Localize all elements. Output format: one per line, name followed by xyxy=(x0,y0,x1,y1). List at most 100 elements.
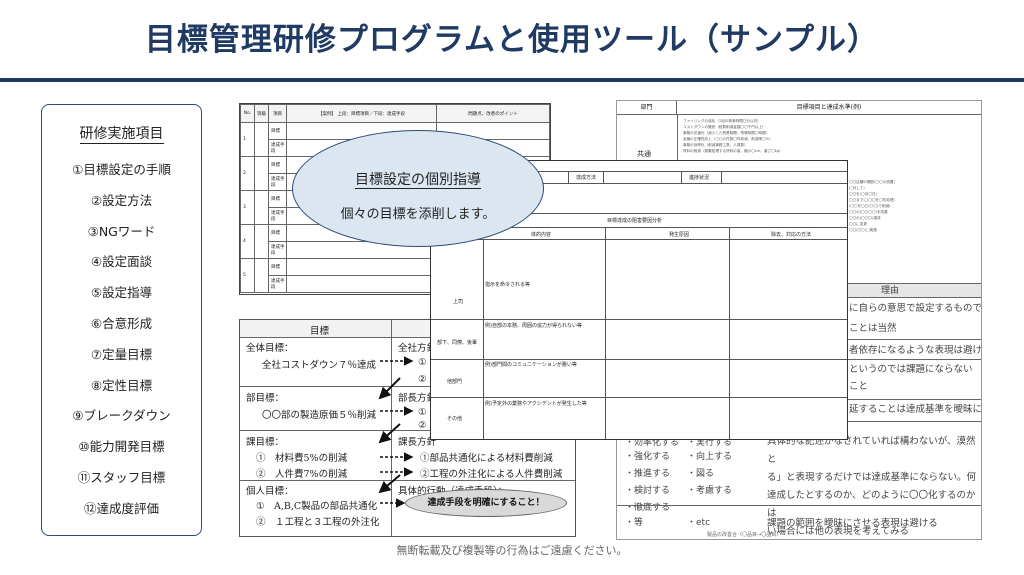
title-divider xyxy=(0,78,1024,82)
callout-body: 個々の目標を添削します。 xyxy=(340,207,496,222)
diagonal-arrow xyxy=(378,377,401,400)
example-text: 指示を命令される等 xyxy=(485,282,531,288)
plan-value: ②工程の外注化による人件費削減 xyxy=(420,469,563,480)
reason-text: こと xyxy=(849,381,869,392)
column-header: 除去、対応の方法 xyxy=(771,232,812,238)
list-item: ⑪スタッフ目標 xyxy=(77,469,166,485)
goal-value: ② 人件費7%の削減 xyxy=(256,469,348,480)
list-item: ③NGワード xyxy=(87,223,156,239)
note-line: 事務の効率化（削減事務工数、人員数） xyxy=(683,143,748,147)
note-line: 〇〇の(〇〇〇〇)を改善 xyxy=(849,210,888,214)
header-cell: 部門 xyxy=(617,101,677,114)
verb-item: ・推進する xyxy=(625,469,671,479)
list-item: ⑧定性目標 xyxy=(90,377,153,393)
note-line: 〇〇(〇〇に)実施 xyxy=(849,228,877,232)
method-label: 課長方針 xyxy=(398,437,437,448)
list-item: ①目標設定の手順 xyxy=(72,162,171,177)
row-label: 目標 xyxy=(268,190,287,208)
list-item: ⑨ブレークダウン xyxy=(72,408,171,424)
row-label: 目標 xyxy=(268,224,287,242)
list-item: ②設定方法 xyxy=(90,192,153,208)
marker: ② xyxy=(418,374,427,385)
goal-value: 全社コストダウン７％達成 xyxy=(262,360,377,371)
note-line: 〇〇までに(〇〇を〇件処理) xyxy=(849,198,895,202)
note-line: 〇〇を(〇月〇日) xyxy=(849,192,877,196)
row-label: 目標 xyxy=(268,156,287,174)
verb-item: ・検討する xyxy=(625,486,671,496)
divider xyxy=(483,239,484,439)
row-label: 達成手段 xyxy=(268,139,287,157)
reason-text: 達成したとするのか、どのように〇〇化するのかは xyxy=(767,490,976,519)
divider xyxy=(431,319,847,320)
verbs-left: ・強化する ・推進する ・検討する ・徹底する xyxy=(625,449,670,517)
method-label: 部長方針 xyxy=(398,393,437,404)
note-line: (〇〇を〇〇(〇〇)で削減) xyxy=(849,204,891,208)
breakdown-arrows xyxy=(378,356,414,508)
divider xyxy=(681,171,682,183)
note-line: 事務の迅速化（減少した残業時間、残業時間〇時間） xyxy=(683,131,770,135)
goal-label: 部目標： xyxy=(246,393,285,404)
verb-item: ・向上する xyxy=(687,452,733,462)
row-number: 2 xyxy=(240,156,255,191)
divider xyxy=(605,227,606,439)
verb-item: ・強化する xyxy=(625,452,671,462)
grade-cell xyxy=(254,156,269,191)
goal-value: ② １工程と３工程の外注化 xyxy=(256,517,380,528)
row-label: 達成手段 xyxy=(268,241,287,259)
reason-text: 者依存になるような表現は避け xyxy=(849,345,982,356)
reason-text: 具体的な記述がなされていれば構わないが、漠然と xyxy=(767,436,976,465)
divider xyxy=(617,505,981,506)
sheet-footnote: 製品の改善合（〇品目→〇品目） xyxy=(707,532,782,538)
right-notes-block: 〇〇店舗の開設(〇〇の設置) に対して) 〇〇を(〇月〇日) 〇〇までに(〇〇を… xyxy=(849,179,895,233)
note-line: コストダウンの徹底（経費削減金額〇〇千円以上） xyxy=(683,125,766,129)
example-text: 例)予定外の業務やアクシデントが発生した等 xyxy=(485,401,587,407)
means-callout: 達成手段を明確にすること！ xyxy=(405,489,567,517)
column-header: 発生原因 xyxy=(669,232,690,238)
list-item: ④設定面談 xyxy=(90,254,153,270)
divider xyxy=(568,171,569,183)
list-item: ⑫達成度評価 xyxy=(83,500,159,516)
divider xyxy=(431,183,847,184)
marker: ① xyxy=(418,357,427,368)
divider xyxy=(431,171,847,172)
header-cell: 目標項目と達成水準(例) xyxy=(796,104,862,111)
grade-cell xyxy=(254,190,269,225)
divider xyxy=(729,227,730,439)
grade-cell xyxy=(254,224,269,259)
grade-cell xyxy=(254,122,269,157)
field-label: 進捗状況 xyxy=(689,175,710,181)
row-label: 目標 xyxy=(268,122,287,140)
plan-value: ①部品共通化による材料費削減 xyxy=(420,453,553,464)
divider xyxy=(721,171,722,183)
divider xyxy=(431,213,847,214)
reason-text: る」と表現するだけでは達成基準にならない。何 xyxy=(767,472,977,483)
verb-item: ・考慮する xyxy=(687,486,733,496)
goal-label: 個人目標： xyxy=(246,486,294,497)
goal-value: ① 材料費5%の削減 xyxy=(256,453,348,464)
column-divider xyxy=(391,320,392,536)
content-cell xyxy=(286,275,437,293)
reason-header-label: 理由 xyxy=(880,286,899,296)
long-reasons: 具体的な記述がなされていれば構わないが、漠然と る」と表現するだけでは達成基準に… xyxy=(767,433,981,539)
note-line: 〇〇の(〇〇〇)達成 xyxy=(849,216,881,220)
reason-text: ことは当然 xyxy=(849,323,897,334)
callout-title: 目標設定の個別指導 xyxy=(355,172,481,189)
content-cell xyxy=(286,258,437,276)
verb-item: ・図る xyxy=(687,469,715,479)
note-line: ファイリングの強化（1回の検索時間〇分以内） xyxy=(683,119,761,123)
example-text: 例)部門間のコミュニケーションが悪い等 xyxy=(485,362,577,368)
divider xyxy=(240,386,575,387)
goal-label: 全体目標： xyxy=(246,343,294,354)
row-number: 4 xyxy=(240,224,255,259)
divider xyxy=(431,227,847,228)
sheet-header: 部門 目標項目と達成水準(例) xyxy=(617,101,981,115)
row-label: 達成手段 xyxy=(268,173,287,191)
row-label: 達成手段 xyxy=(268,207,287,225)
column-header: 等級 xyxy=(254,104,269,123)
divider xyxy=(431,397,847,398)
column-header: 項目 xyxy=(268,104,287,123)
divider xyxy=(431,239,847,240)
column-header: 体的内容 xyxy=(531,232,552,238)
goal-value: ① A,B,C製品の部品共通化 xyxy=(256,501,378,512)
reason-text: に自らの意思で設定するもので xyxy=(849,303,982,314)
